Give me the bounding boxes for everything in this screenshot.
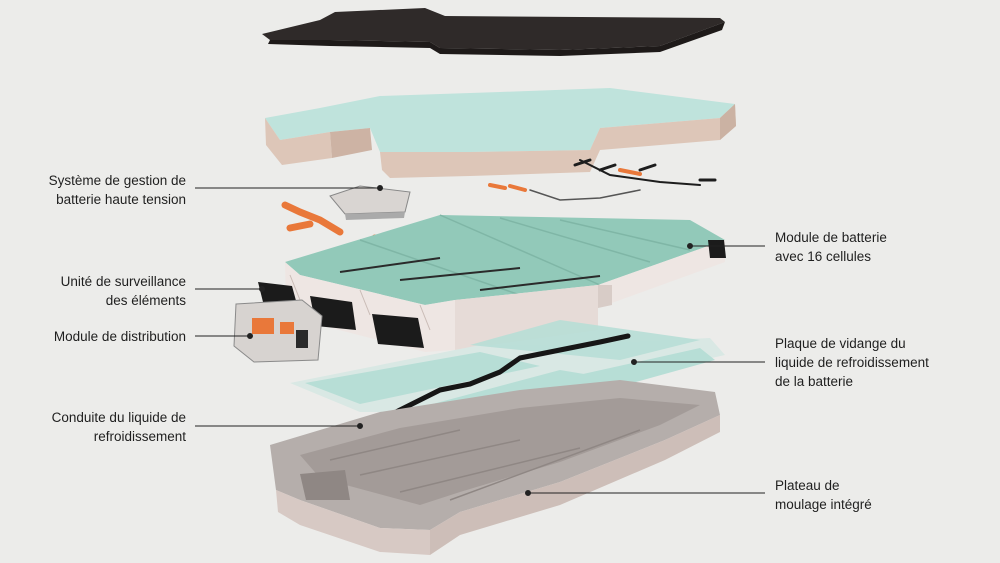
label-drain-plate: Plaque de vidange du liquide de refroidi… — [775, 336, 929, 389]
distribution-module — [233, 299, 323, 363]
bms-board — [329, 185, 411, 220]
battery-modules — [285, 214, 725, 352]
label-tray: Plateau de moulage intégré — [775, 478, 872, 512]
label-battery-module: Module de batterie avec 16 cellules — [775, 230, 887, 264]
label-cell-monitor: Unité de surveillance des éléments — [60, 274, 186, 308]
label-coolant-line: Conduite du liquide de refroidissement — [51, 410, 186, 444]
tray — [270, 380, 720, 555]
leader-lines — [195, 185, 765, 496]
wiring-harness — [488, 158, 717, 201]
label-bms: Système de gestion de batterie haute ten… — [48, 173, 186, 207]
top-cover — [262, 8, 725, 56]
foam-block — [265, 88, 736, 178]
label-distribution: Module de distribution — [53, 329, 186, 344]
